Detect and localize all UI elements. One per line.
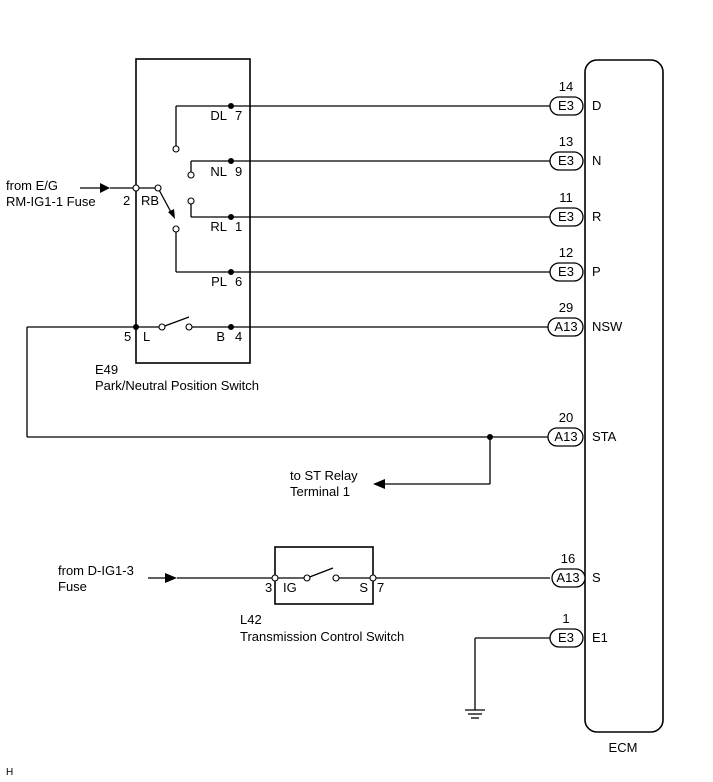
connector-label: A13 — [554, 429, 577, 444]
selector-blade — [157, 187, 173, 215]
signal-name: S — [592, 570, 601, 585]
ecm-label: ECM — [609, 740, 638, 755]
source-dig-line1: from D-IG1-3 — [58, 563, 134, 578]
terminal-ig-num: 3 — [265, 580, 272, 595]
terminal-dl-dot — [228, 103, 234, 109]
terminal-dl-label: DL — [210, 108, 227, 123]
ecm-pin-r: E3 11 R — [549, 190, 601, 227]
terminal-b-label: B — [216, 329, 225, 344]
connector-label: E3 — [558, 98, 574, 113]
pin-number: 1 — [562, 611, 569, 626]
switch-l-b-blade — [161, 316, 190, 328]
contact-b — [185, 323, 193, 331]
terminal-pl-label: PL — [211, 274, 227, 289]
signal-name: R — [592, 209, 601, 224]
source-dig-line2: Fuse — [58, 579, 87, 594]
contact-d — [172, 145, 180, 153]
pin-number: 29 — [559, 300, 573, 315]
terminal-b-num: 4 — [235, 329, 242, 344]
terminal-rb-label: RB — [141, 193, 159, 208]
arrow-dig-input-icon — [165, 573, 177, 583]
e49-name: Park/Neutral Position Switch — [95, 378, 259, 393]
signal-name: P — [592, 264, 601, 279]
contact-r — [187, 197, 195, 205]
ecm-pin-nsw: A13 29 NSW — [547, 300, 623, 337]
terminal-rb-num: 2 — [123, 193, 130, 208]
pin-number: 11 — [559, 190, 573, 205]
dest-st-line1: to ST Relay — [290, 468, 358, 483]
contact-p — [172, 225, 180, 233]
ecm-box — [584, 59, 664, 733]
ecm-pin-p: E3 12 P — [549, 245, 601, 282]
connector-label: A13 — [554, 319, 577, 334]
terminal-s-num: 7 — [377, 580, 384, 595]
connector-label: A13 — [556, 570, 579, 585]
l42-code: L42 — [240, 612, 262, 627]
pin-number: 12 — [559, 245, 573, 260]
terminal-ig-contact — [271, 574, 279, 582]
source-eg-line2: RM-IG1-1 Fuse — [6, 194, 96, 209]
contact-l — [158, 323, 166, 331]
e49-code: E49 — [95, 362, 118, 377]
connector-label: E3 — [558, 153, 574, 168]
signal-name: N — [592, 153, 601, 168]
dest-st-line2: Terminal 1 — [290, 484, 350, 499]
contact-s — [332, 574, 340, 582]
arrow-st-relay-icon — [373, 479, 385, 489]
footer-mark: H — [6, 767, 13, 778]
contact-n — [187, 171, 195, 179]
signal-name: STA — [592, 429, 617, 444]
signal-name: E1 — [592, 630, 608, 645]
terminal-s-label: S — [359, 580, 368, 595]
terminal-nl-label: NL — [210, 164, 227, 179]
terminal-nl-dot — [228, 158, 234, 164]
terminal-dl-num: 7 — [235, 108, 242, 123]
pin-number: 16 — [561, 551, 575, 566]
terminal-s-contact — [369, 574, 377, 582]
ecm-pin-sta: A13 20 STA — [547, 410, 617, 447]
connector-label: E3 — [558, 264, 574, 279]
terminal-l-num: 5 — [124, 329, 131, 344]
terminal-l-dot — [133, 324, 139, 330]
pin-number: 14 — [559, 79, 573, 94]
terminal-ig-label: IG — [283, 580, 297, 595]
selector-pivot — [154, 184, 162, 192]
ecm-pin-s: A13 16 S — [551, 551, 601, 588]
source-eg-line1: from E/G — [6, 178, 58, 193]
terminal-rb-contact — [132, 184, 140, 192]
terminal-rl-num: 1 — [235, 219, 242, 234]
terminal-l-label: L — [143, 329, 150, 344]
signal-name: D — [592, 98, 601, 113]
l42-name: Transmission Control Switch — [240, 629, 404, 644]
selector-arrow-icon — [168, 209, 175, 219]
contact-ig — [303, 574, 311, 582]
pin-number: 13 — [559, 134, 573, 149]
terminal-pl-dot — [228, 269, 234, 275]
junction-sta — [487, 434, 493, 440]
signal-name: NSW — [592, 319, 623, 334]
ecm-pin-e1: E3 1 E1 — [549, 611, 608, 648]
terminal-rl-dot — [228, 214, 234, 220]
arrow-rb-input-icon — [100, 183, 110, 193]
connector-label: E3 — [558, 209, 574, 224]
switch-ig-s-blade — [306, 567, 334, 579]
e49-switch-box — [135, 58, 251, 364]
terminal-pl-num: 6 — [235, 274, 242, 289]
ecm-pin-n: E3 13 N — [549, 134, 601, 171]
connector-label: E3 — [558, 630, 574, 645]
ecm-pin-d: E3 14 D — [549, 79, 601, 116]
terminal-rl-label: RL — [210, 219, 227, 234]
terminal-nl-num: 9 — [235, 164, 242, 179]
terminal-b-dot — [228, 324, 234, 330]
l42-switch-box — [274, 546, 374, 605]
pin-number: 20 — [559, 410, 573, 425]
